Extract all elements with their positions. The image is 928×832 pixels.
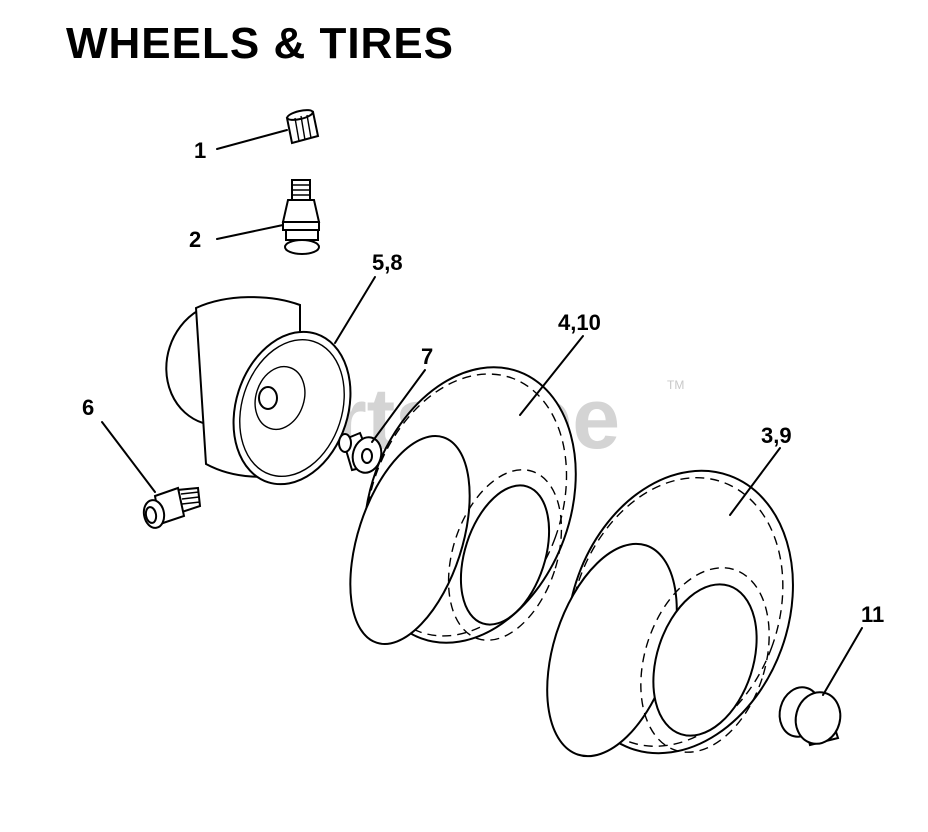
valve-stem-part[interactable] [281, 179, 321, 255]
watermark-trademark: TM [667, 378, 684, 392]
callout-6: 6 [82, 395, 94, 420]
leader-line-7 [371, 369, 426, 443]
callout-7: 7 [421, 344, 433, 369]
leader-line-6 [101, 421, 156, 493]
callout-5-8: 5,8 [372, 250, 403, 275]
grease-fitting-part[interactable] [142, 486, 202, 530]
rear-tire-part[interactable] [523, 439, 831, 785]
callout-4-10: 4,10 [558, 310, 601, 335]
callout-3-9: 3,9 [761, 423, 792, 448]
diagram-title: WHEELS & TIRES [66, 19, 455, 68]
callout-2: 2 [189, 227, 201, 252]
valve-cap-part[interactable] [285, 108, 320, 145]
callout-11: 11 [861, 602, 884, 627]
leader-line-2 [216, 224, 284, 240]
leader-line-11 [822, 627, 863, 696]
callout-1: 1 [194, 138, 206, 163]
leader-line-5-8 [334, 276, 376, 344]
leader-line-4-10 [519, 335, 584, 416]
hub-cap-part[interactable] [774, 683, 846, 749]
leader-line-3-9 [729, 447, 781, 516]
wheel-rim-part[interactable] [151, 288, 370, 499]
leader-line-1 [216, 129, 288, 150]
front-tire-part[interactable] [327, 337, 612, 672]
bushing-part[interactable] [338, 431, 385, 476]
